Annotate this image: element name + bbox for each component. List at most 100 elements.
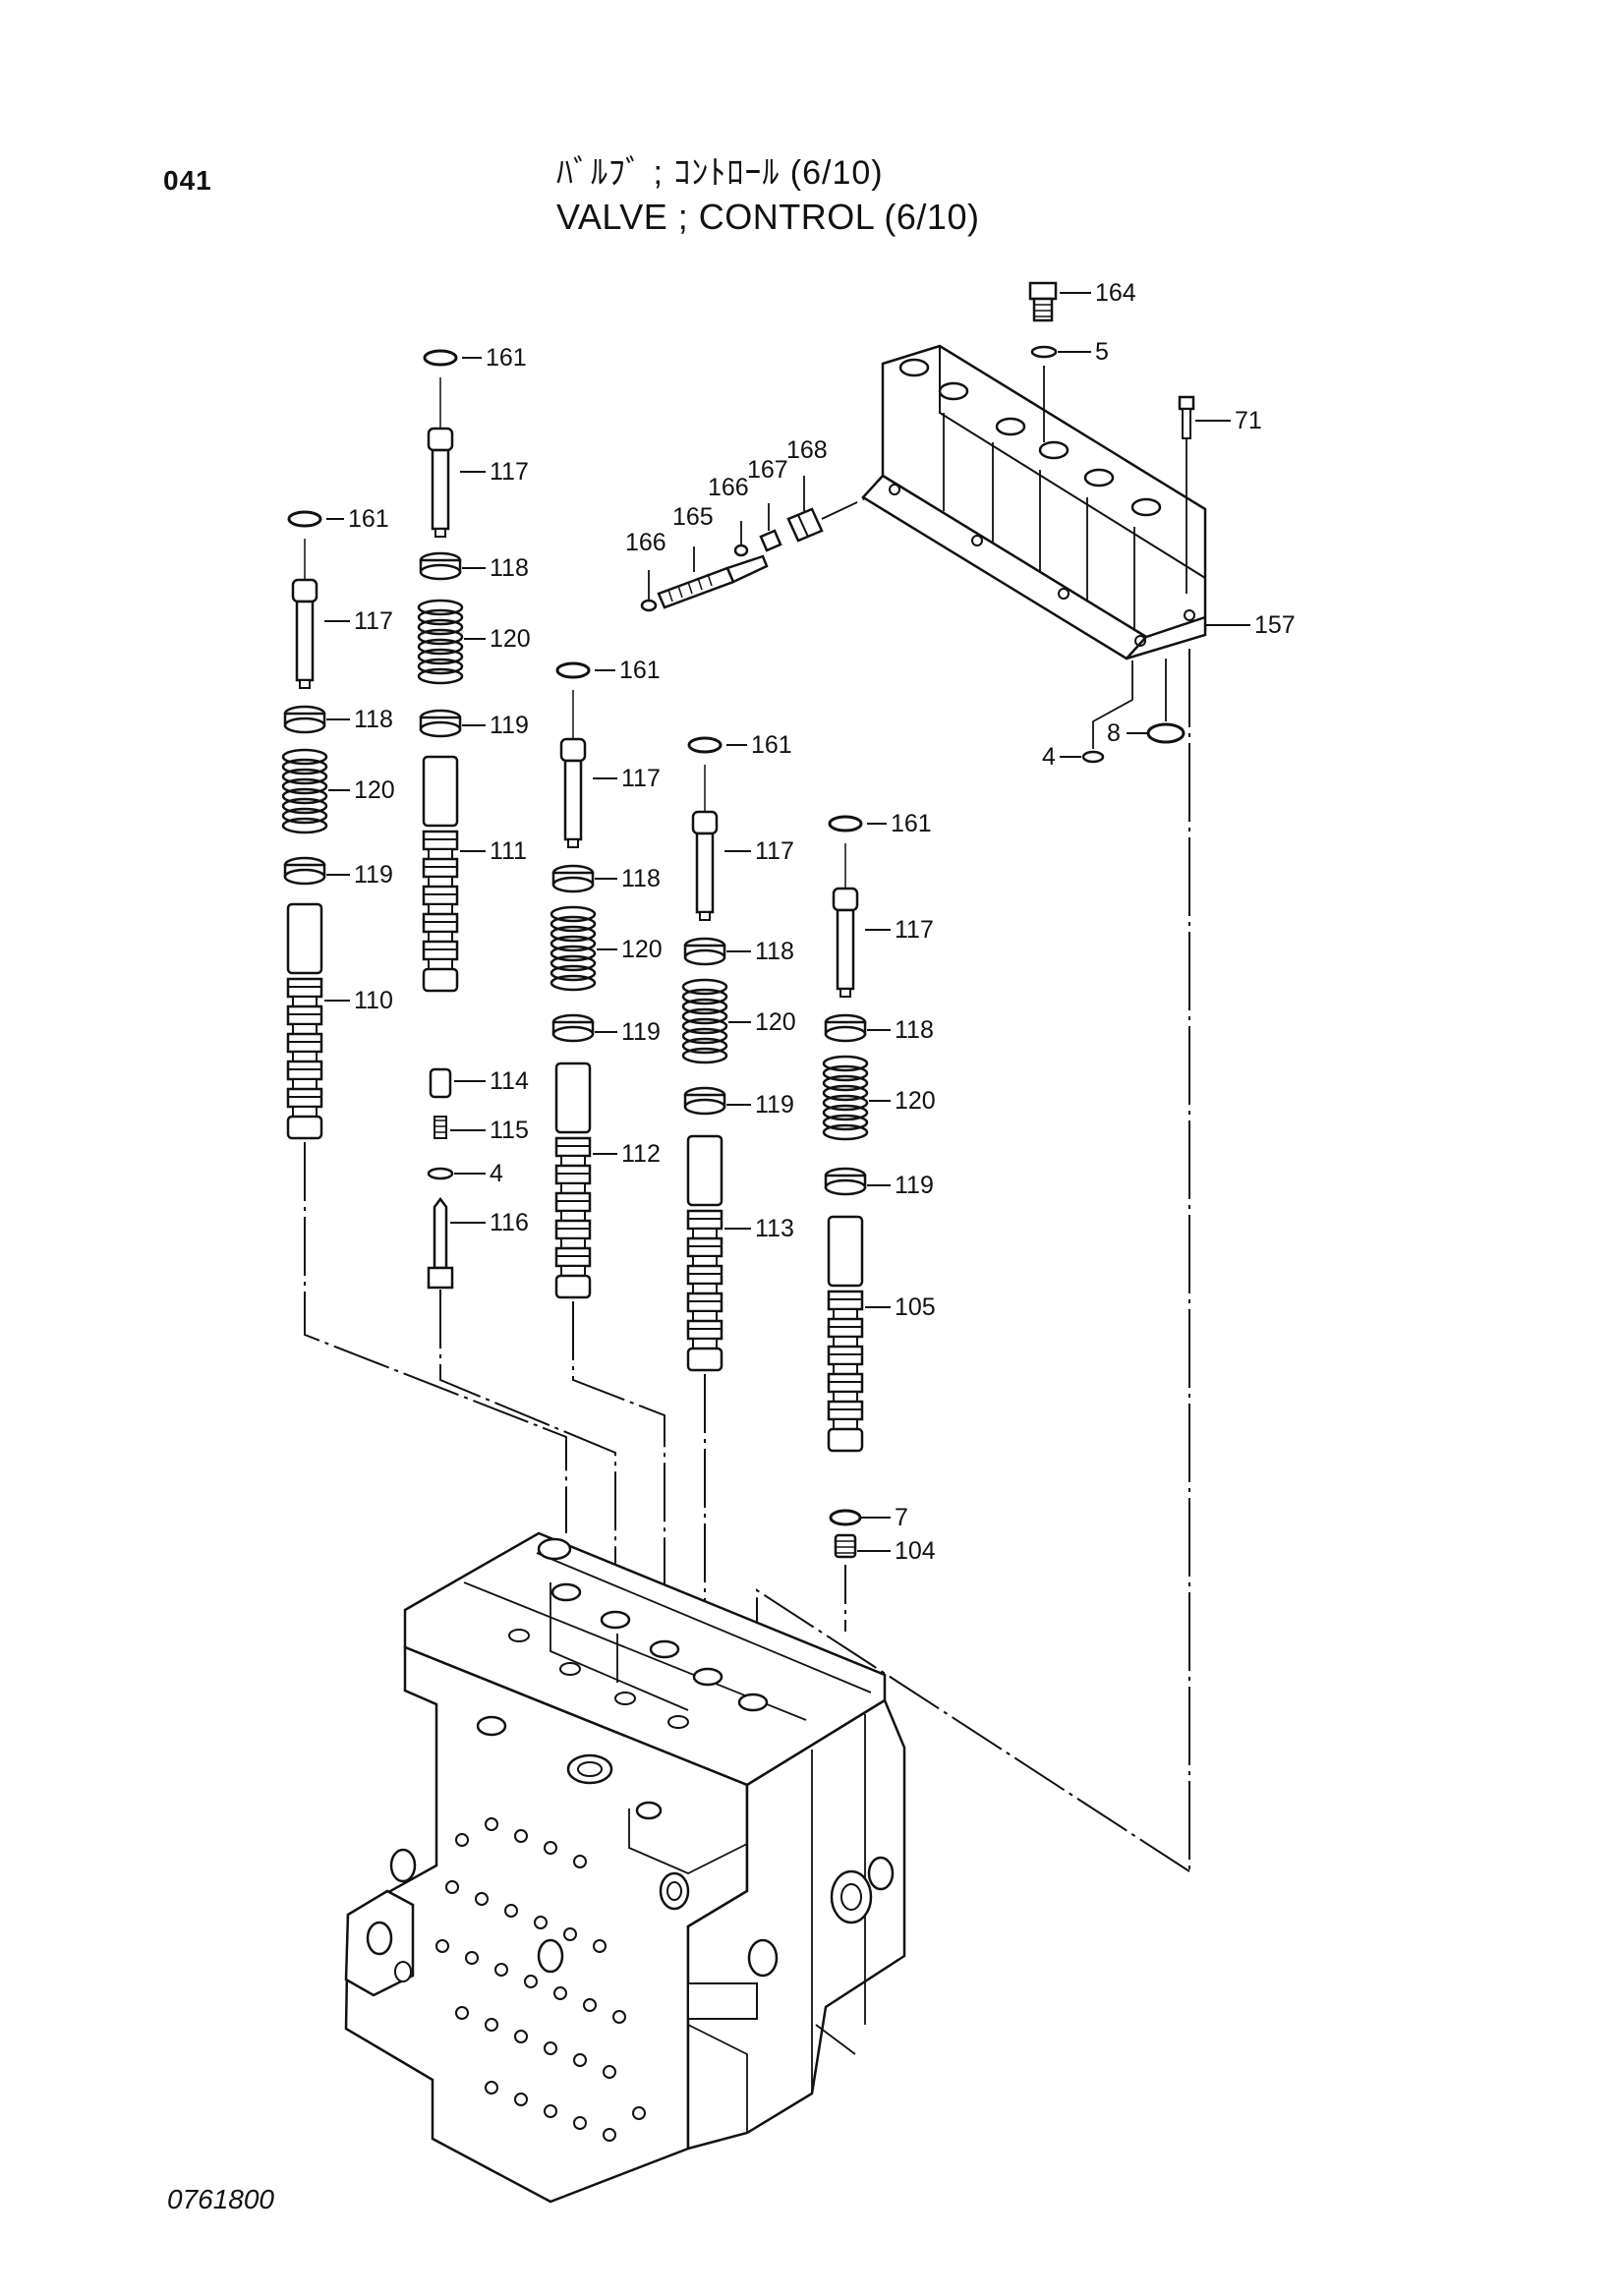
callout-120: 120: [490, 625, 531, 653]
callout-117: 117: [354, 607, 393, 635]
control-valve-body: [344, 1531, 906, 2204]
callout-161: 161: [619, 657, 661, 684]
callout-118: 118: [621, 865, 661, 892]
callout-118: 118: [354, 706, 393, 733]
seat-118: [551, 864, 595, 893]
spring-120: [281, 748, 328, 834]
seat-119: [419, 709, 462, 738]
o-ring-4: [427, 1167, 454, 1180]
callout-166-top: 166: [708, 474, 749, 501]
spool-105: [827, 1215, 864, 1453]
seat-119: [683, 1086, 726, 1116]
plug-117: [291, 578, 318, 690]
callout-4-cover: 4: [1042, 743, 1056, 771]
callout-7: 7: [895, 1504, 908, 1531]
spool-110: [286, 902, 323, 1140]
callout-161: 161: [486, 344, 527, 372]
callout-120: 120: [354, 776, 395, 804]
callout-157: 157: [1254, 611, 1296, 639]
o-ring-161: [687, 736, 723, 754]
callout-119: 119: [354, 861, 393, 889]
bolt-71: [1178, 395, 1195, 439]
callout-161: 161: [348, 505, 389, 533]
plug-117: [427, 427, 454, 539]
title-japanese: ﾊﾞﾙﾌﾞ ; ｺﾝﾄﾛｰﾙ (6/10): [556, 154, 884, 192]
page-number: 041: [163, 165, 212, 196]
title-english: VALVE ; CONTROL (6/10): [556, 197, 980, 237]
o-ring-161: [423, 349, 458, 367]
o-ring-5: [1030, 345, 1058, 359]
o-ring-8: [1146, 722, 1186, 744]
o-ring-161: [287, 510, 322, 528]
callouts-col3: 161 117 118 120 119 112: [593, 657, 663, 1168]
plug-117: [559, 737, 587, 849]
callout-117: 117: [895, 916, 934, 944]
callout-113: 113: [755, 1215, 794, 1242]
callout-105: 105: [895, 1293, 936, 1321]
drawing-number: 0761800: [167, 2184, 275, 2214]
callout-117: 117: [490, 458, 529, 486]
callout-164: 164: [1095, 279, 1136, 307]
callout-161: 161: [751, 731, 792, 759]
callout-111: 111: [490, 837, 527, 865]
plug-164: [1028, 281, 1058, 322]
callout-71: 71: [1235, 407, 1262, 434]
o-ring-7: [829, 1509, 862, 1526]
o-ring-166-left: [640, 599, 658, 612]
callouts-col1: 161 117 118 120 119 110: [324, 505, 395, 1014]
spring-120: [417, 599, 464, 685]
callout-116: 116: [490, 1209, 529, 1236]
seat-119: [551, 1013, 595, 1043]
callout-119: 119: [755, 1091, 794, 1119]
callout-119: 119: [621, 1018, 661, 1046]
callout-119: 119: [895, 1172, 934, 1199]
seat-119: [283, 856, 326, 886]
callout-165: 165: [672, 503, 714, 531]
callout-5: 5: [1095, 338, 1109, 366]
cover-alignment-line: [756, 1588, 1190, 1872]
plug-116: [427, 1196, 454, 1290]
spool-112: [554, 1062, 592, 1299]
callout-8: 8: [1107, 719, 1121, 747]
seat-118: [824, 1013, 867, 1043]
callout-120: 120: [755, 1008, 796, 1036]
callouts-col2: 161 117 118 120 119 111 114 115 4 116: [450, 344, 531, 1236]
seat-118: [283, 705, 326, 734]
callouts-col4: 161 117 118 120 119 113: [724, 731, 796, 1242]
spring-120: [550, 905, 597, 992]
spool-column-3: 161 117 118 120 119 112: [550, 657, 665, 1612]
callout-114: 114: [490, 1067, 529, 1095]
callout-112: 112: [621, 1140, 661, 1168]
spool-column-1: 161 117 118 120 119 110: [281, 505, 567, 1533]
plug-117: [691, 810, 719, 922]
callout-120: 120: [895, 1087, 936, 1115]
callout-104: 104: [895, 1537, 936, 1565]
spool-111: [422, 755, 459, 993]
seat-119: [824, 1167, 867, 1196]
callout-167: 167: [747, 456, 788, 484]
cover-157: 164 5 71 157 8 4: [861, 279, 1296, 1871]
spring-120: [822, 1055, 869, 1141]
o-ring-166-top: [733, 544, 749, 557]
callout-166-left: 166: [625, 529, 666, 556]
seat-118: [419, 551, 462, 581]
spring-120: [681, 978, 728, 1064]
spool-113: [686, 1134, 723, 1372]
callouts-col5: 161 117 118 120 119 105 7 104: [857, 810, 936, 1565]
callout-117: 117: [621, 765, 661, 792]
o-ring-4-cover: [1081, 750, 1105, 764]
callout-117: 117: [755, 837, 794, 865]
callout-161: 161: [891, 810, 932, 837]
o-ring-161: [828, 815, 863, 832]
spool-column-2: 161 117 118 120 119 111 114 115 4 116: [417, 344, 616, 1582]
washer-167: [759, 529, 782, 552]
cap-168: [786, 507, 824, 543]
seat-118: [683, 937, 726, 966]
plug-117: [832, 887, 859, 999]
screw-165: [657, 554, 769, 609]
callout-115: 115: [490, 1117, 529, 1144]
callout-119: 119: [490, 712, 529, 739]
o-ring-161: [555, 661, 591, 679]
